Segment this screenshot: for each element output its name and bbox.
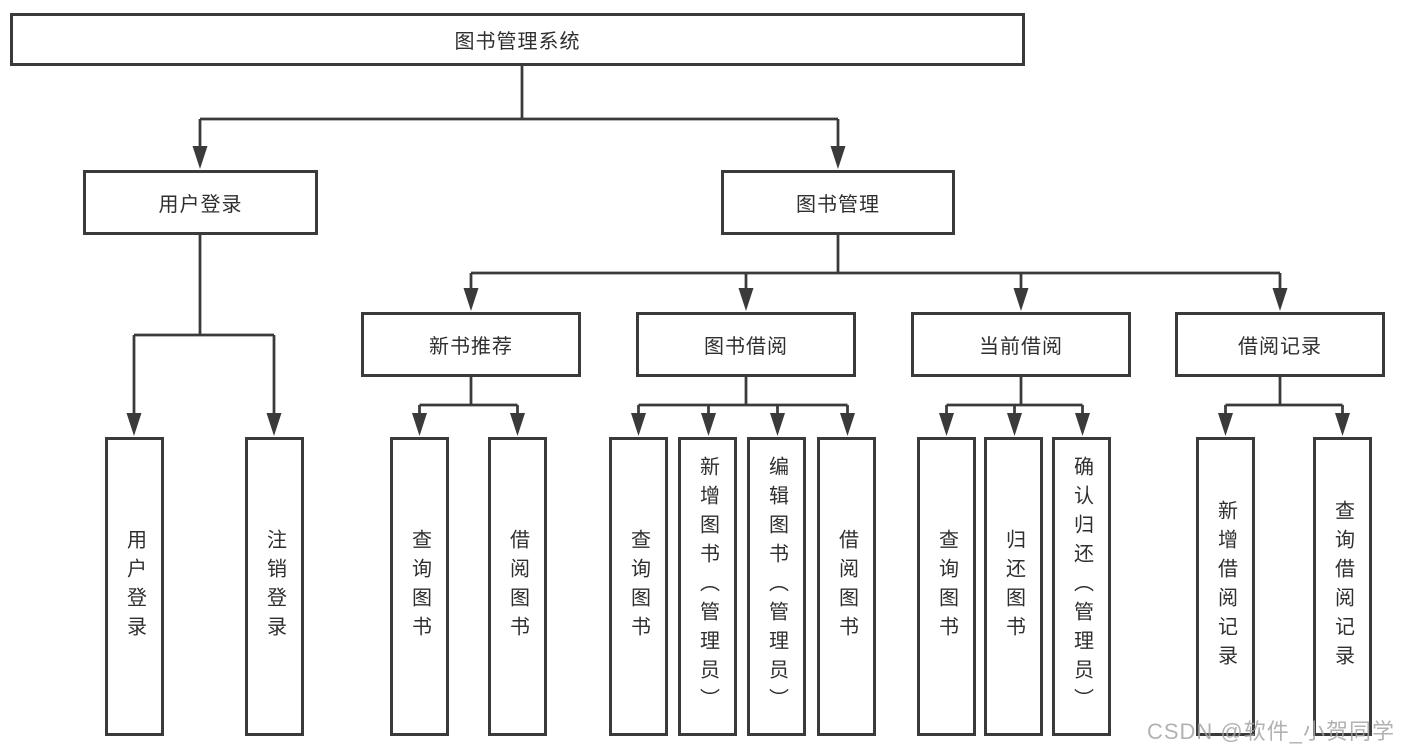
node-label: 查询图书 (627, 528, 650, 645)
node-label: 查询图书 (935, 528, 958, 645)
node-label: 图书借阅 (704, 336, 788, 358)
node-book-borrowing: 图书借阅 (636, 312, 856, 377)
connector-root-to-level2 (198, 66, 840, 150)
node-label: 查询图书 (408, 528, 431, 645)
node-label: 借阅图书 (506, 528, 529, 645)
connector-bookborrow-to-leaves (637, 377, 849, 418)
node-label: 借阅记录 (1238, 336, 1322, 358)
node-label: 新书推荐 (429, 336, 513, 358)
leaf-query-books-current: 查询图书 (917, 437, 976, 736)
connector-bookmgmt-to-level3 (469, 235, 1282, 292)
node-label: 新增图书（管理员） (696, 456, 719, 717)
node-current-borrowing: 当前借阅 (911, 312, 1131, 377)
leaf-query-borrow-record: 查询借阅记录 (1313, 437, 1372, 736)
node-label: 当前借阅 (979, 336, 1063, 358)
leaf-query-books-borrowing: 查询图书 (609, 437, 668, 736)
node-label: 用户登录 (123, 528, 146, 645)
node-library-management-system: 图书管理系统 (10, 13, 1025, 66)
node-new-book-recommendation: 新书推荐 (361, 312, 581, 377)
connector-borrowrecords-to-leaves (1224, 377, 1344, 418)
csdn-watermark: CSDN @软件_小贺同学 (1146, 719, 1395, 744)
leaf-user-login: 用户登录 (105, 437, 164, 736)
node-label: 新增借阅记录 (1214, 499, 1237, 674)
node-label: 查询借阅记录 (1331, 499, 1354, 674)
leaf-edit-book-admin: 编辑图书（管理员） (747, 437, 806, 736)
leaf-add-book-admin: 新增图书（管理员） (678, 437, 737, 736)
leaf-logout: 注销登录 (245, 437, 304, 736)
node-label: 归还图书 (1002, 528, 1025, 645)
node-label: 编辑图书（管理员） (765, 456, 788, 717)
leaf-query-books-recommend: 查询图书 (390, 437, 449, 736)
node-label: 确认归还（管理员） (1070, 456, 1093, 717)
node-label: 注销登录 (263, 528, 286, 645)
node-borrowing-records: 借阅记录 (1175, 312, 1385, 377)
node-book-management: 图书管理 (721, 170, 955, 235)
leaf-return-book: 归还图书 (984, 437, 1043, 736)
leaf-borrow-books-borrowing: 借阅图书 (817, 437, 876, 736)
leaf-add-borrow-record: 新增借阅记录 (1196, 437, 1255, 736)
connector-userlogin-to-leaves (132, 235, 276, 418)
leaf-confirm-return-admin: 确认归还（管理员） (1052, 437, 1111, 736)
node-user-login: 用户登录 (83, 170, 318, 235)
connector-currentborrow-to-leaves (945, 377, 1084, 418)
node-label: 图书管理 (796, 194, 880, 216)
node-label: 用户登录 (158, 194, 243, 216)
leaf-borrow-books-recommend: 借阅图书 (488, 437, 547, 736)
node-label: 图书管理系统 (454, 31, 581, 53)
connector-newbookrec-to-leaves (418, 377, 519, 418)
node-label: 借阅图书 (835, 528, 858, 645)
